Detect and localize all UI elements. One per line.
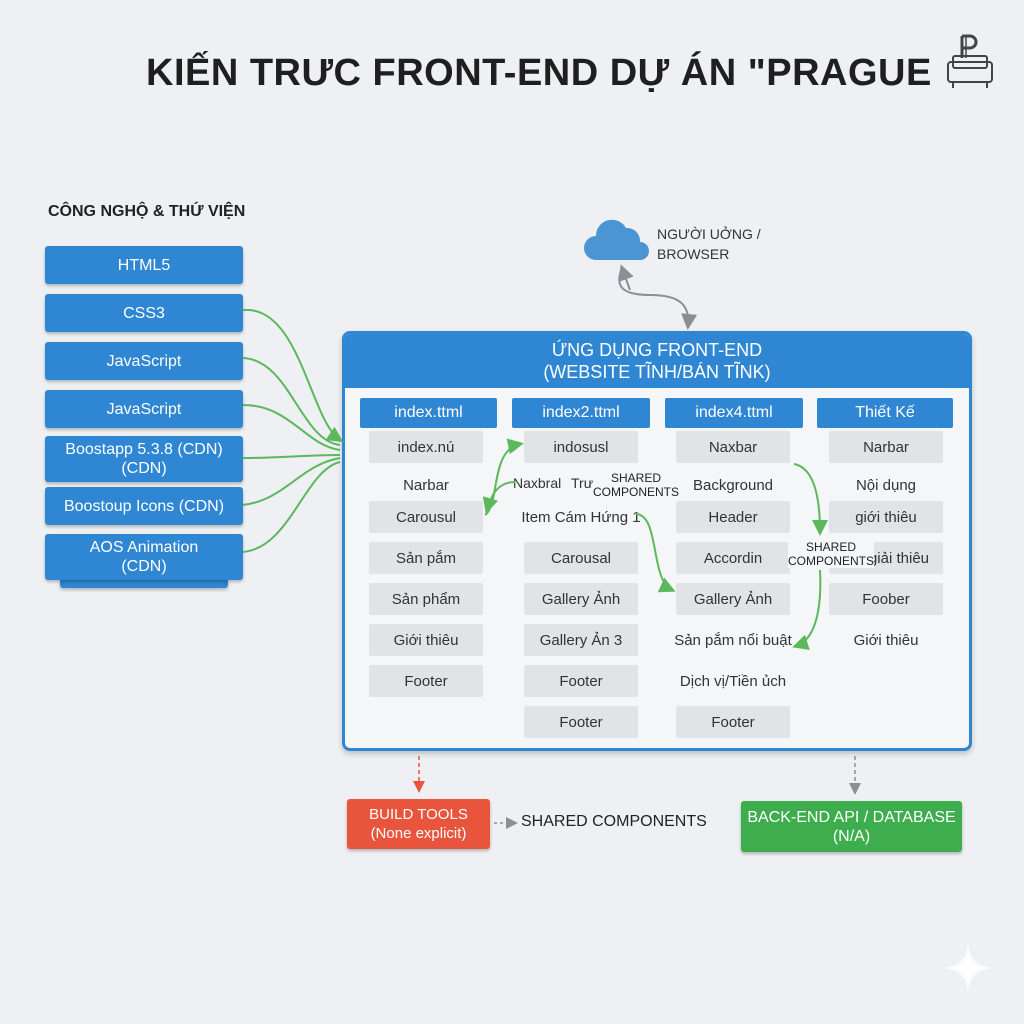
browser-arrow <box>618 267 698 330</box>
col4-item: Giới thiêu <box>853 631 919 649</box>
app-title-line2: (WEBSITE TĨNH/BÁN TĨNK) <box>543 362 771 382</box>
browser-arrow-up <box>618 264 634 291</box>
tech-bootstrap-icons: Boostoup Icons (CDN) <box>45 487 243 525</box>
column-header-index2: index2.ttml <box>512 398 650 428</box>
shared-components-label-2: SHARED COMPONENTS <box>788 540 875 568</box>
col4-item: Nội dụng <box>855 476 917 494</box>
naxbral-label: Naxbral <box>513 475 562 491</box>
col2-item: Carousal <box>524 542 638 574</box>
col2-item: Gallery Ản 3 <box>524 624 638 656</box>
col3-item: Header <box>676 501 790 533</box>
backend-line1: BACK-END API / DATABASE <box>747 808 956 826</box>
col1-item: Narbar <box>403 476 449 494</box>
tech-aos-animation: AOS Animation (CDN) <box>45 534 243 580</box>
col3-item: Gallery Ảnh <box>676 583 790 615</box>
user-browser-label: NGƯỜI UỞNG / BROWSER <box>657 224 761 264</box>
col3-item: Naxbar <box>676 431 790 463</box>
col1-item: Sản pắm <box>369 542 483 574</box>
sparkle-icon <box>944 944 992 992</box>
col1-item: index.nú <box>369 431 483 463</box>
backend-box: BACK-END API / DATABASE (N/A) <box>741 801 962 852</box>
col2-item: indosusl <box>524 431 638 463</box>
app-header: ỨNG DỤNG FRONT-END (WEBSITE TĨNH/BÁN TĨN… <box>345 334 969 388</box>
tech-javascript-1: JavaScript <box>45 342 243 380</box>
col1-item: Giới thiêu <box>369 624 483 656</box>
col2-item: Item Cám Hứng 1 <box>521 508 641 526</box>
col3-item: Footer <box>676 706 790 738</box>
tru-label: Trư <box>571 475 594 491</box>
col3-item: Background <box>692 476 774 494</box>
col4-item: Narbar <box>829 431 943 463</box>
tech-bootstrap: Boostapp 5.3.8 (CDN) (CDN) <box>45 436 243 482</box>
shared-components-bottom-label: SHARED COMPONENTS <box>521 813 707 830</box>
tech-stack-shadow <box>60 578 228 588</box>
column-header-index4: index4.ttml <box>665 398 803 428</box>
app-title-line1: ỨNG DỤNG FRONT-END <box>551 340 763 360</box>
col2-item: Gallery Ảnh <box>524 583 638 615</box>
build-tools-line2: (None explicit) <box>370 825 467 842</box>
col2-item: Footer <box>524 706 638 738</box>
tech-css3: CSS3 <box>45 294 243 332</box>
col3-item: Accordin <box>676 542 790 574</box>
page-title: KIẾN TRƯC FRONT-END DỰ ÁN "PRAGUE <box>146 52 932 94</box>
col1-item: Carousul <box>369 501 483 533</box>
col4-item: giới thiêu <box>829 501 943 533</box>
cloud-icon <box>584 219 649 260</box>
user-label-line2: BROWSER <box>657 246 730 262</box>
tech-html5: HTML5 <box>45 246 243 284</box>
tech-connectors <box>242 308 344 553</box>
backend-line2: (N/A) <box>832 827 871 845</box>
col3-item: Dịch vị/Tiền ủch <box>679 672 787 690</box>
shared-components-label-1: SHARED COMPONENTS <box>593 471 680 499</box>
prague-logo-icon <box>947 34 993 88</box>
tech-section-label: CÔNG NGHỘ & THỨ VIỆN <box>48 203 246 220</box>
frontend-app-panel: ỨNG DỤNG FRONT-END (WEBSITE TĨNH/BÁN TĨN… <box>342 331 972 751</box>
tech-javascript-2: JavaScript <box>45 390 243 428</box>
build-tools-line1: BUILD TOOLS <box>369 806 468 823</box>
col1-item: Sản phẩm <box>369 583 483 615</box>
column-header-index: index.ttml <box>360 398 497 428</box>
build-tools-box: BUILD TOOLS (None explicit) <box>347 799 490 849</box>
col4-item: Foober <box>829 583 943 615</box>
col3-item: Sản pắm nổi buật <box>674 631 792 649</box>
column-header-design: Thiết Kế <box>817 398 953 428</box>
col1-item: Footer <box>369 665 483 697</box>
col2-item: Footer <box>524 665 638 697</box>
user-label-line1: NGƯỜI UỞNG / <box>657 226 761 242</box>
